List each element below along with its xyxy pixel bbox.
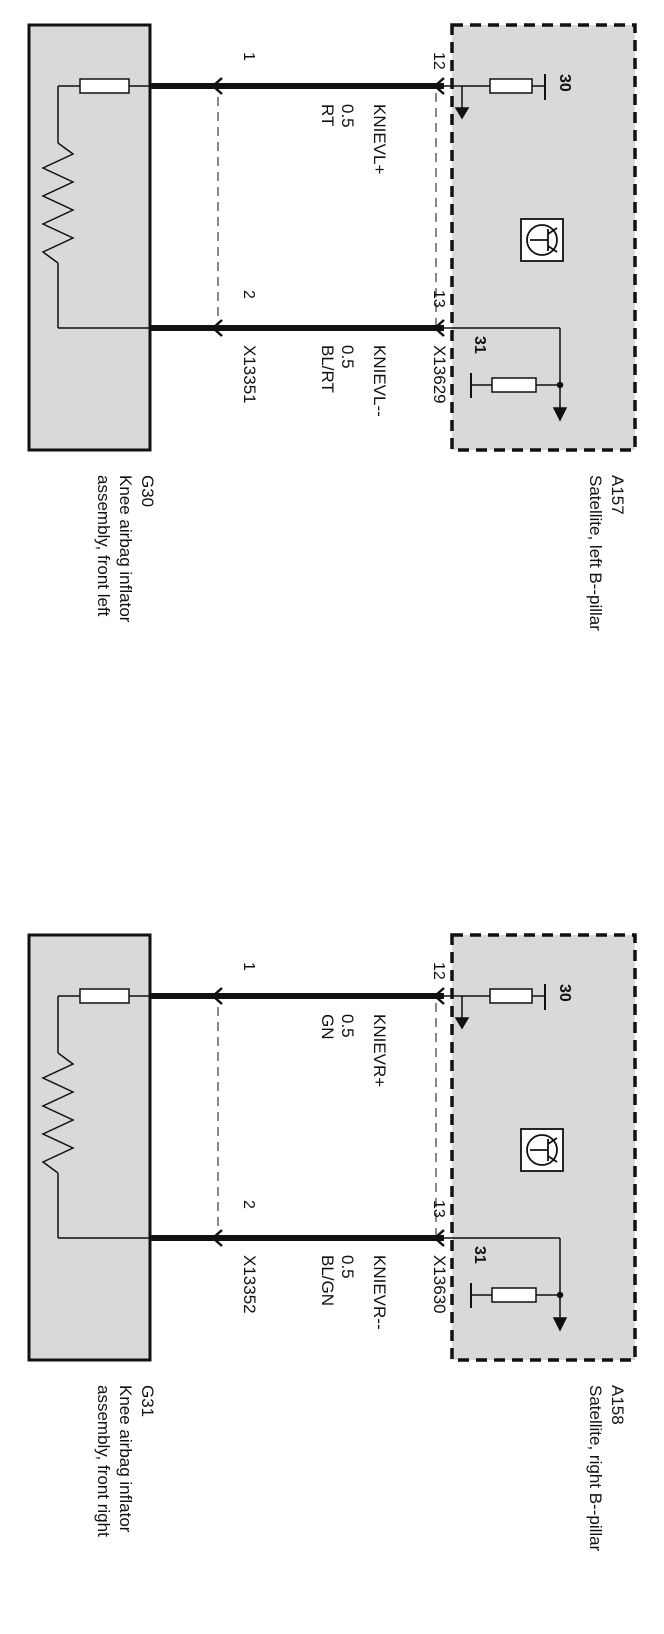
inflator-box: [27, 933, 152, 1362]
wire-minus-color: BL/RT: [318, 345, 337, 393]
satellite-label: A158 Satellite, right B--pillar: [586, 1385, 627, 1552]
wire-plus-color: GN: [318, 1014, 337, 1040]
pin-2: 2: [240, 1200, 257, 1209]
satellite-connector: X13629: [430, 345, 449, 404]
satellite-box: [450, 933, 637, 1362]
connector-marks: [211, 987, 445, 1247]
inflator-label: G31 Knee airbag inflator assembly, front…: [94, 1385, 157, 1537]
transistor-icon: [520, 218, 564, 262]
pin-1: 1: [240, 962, 257, 971]
wire-minus-size: 0.5: [338, 1255, 357, 1279]
pin-12: 12: [430, 962, 447, 980]
pin-2: 2: [240, 290, 257, 299]
terminal-31-label: 31: [471, 1246, 488, 1264]
terminal-30-label: 30: [556, 74, 573, 92]
wire-minus-label: X13629 KNIEVL-- 0.5 BL/RT X13351: [240, 345, 449, 417]
pin-13: 13: [430, 290, 447, 308]
inflator-box: [27, 23, 152, 452]
harness-outline: [217, 85, 437, 329]
wire-plus-size: 0.5: [338, 104, 357, 128]
wire-plus-label: KNIEVL+ 0.5 RT: [318, 104, 389, 174]
terminal-31-circuit: [444, 1237, 568, 1332]
terminal-30-circuit: [444, 74, 546, 120]
wire-minus-size: 0.5: [338, 345, 357, 369]
inflator-connector: X13351: [240, 345, 259, 404]
terminal-31-label: 31: [471, 336, 488, 354]
wire-plus-label: KNIEVR+ 0.5 GN: [318, 1014, 389, 1087]
terminal-31-circuit: [444, 327, 568, 422]
wire-plus-color: RT: [318, 104, 337, 126]
satellite-name: Satellite, left B--pillar: [586, 475, 605, 631]
inflator-label: G30 Knee airbag inflator assembly, front…: [94, 475, 157, 623]
pin-1: 1: [240, 52, 257, 61]
wire-minus-signal: KNIEVL--: [370, 345, 389, 417]
wire-minus-label: X13630 KNIEVR-- 0.5 BL/GN X13352: [240, 1255, 449, 1330]
terminal-30-label: 30: [556, 984, 573, 1002]
wire-plus-size: 0.5: [338, 1014, 357, 1038]
squib-resistor-icon: [41, 78, 150, 329]
terminal-30-circuit: [444, 984, 546, 1030]
inflator-connector: X13352: [240, 1255, 259, 1314]
transistor-icon: [520, 1128, 564, 1172]
inflator-name-line1: Knee airbag inflator: [116, 1385, 135, 1533]
wire-plus-signal: KNIEVR+: [370, 1014, 389, 1087]
squib-resistor-icon: [41, 988, 150, 1239]
pin-13: 13: [430, 1200, 447, 1218]
pin-12: 12: [430, 52, 447, 70]
inflator-name-line1: Knee airbag inflator: [116, 475, 135, 623]
satellite-connector: X13630: [430, 1255, 449, 1314]
wire-minus-signal: KNIEVR--: [370, 1255, 389, 1330]
harness-outline: [217, 995, 437, 1239]
inflator-id: G30: [138, 475, 157, 507]
satellite-id: A157: [608, 475, 627, 515]
circuit-right: A158 Satellite, right B--pillar G31 Knee…: [27, 933, 637, 1552]
inflator-name-line2: assembly, front left: [94, 475, 113, 617]
inflator-name-line2: assembly, front right: [94, 1385, 113, 1537]
circuit-left: A157 Satellite, left B--pillar G30 Knee …: [27, 23, 637, 631]
satellite-id: A158: [608, 1385, 627, 1425]
satellite-name: Satellite, right B--pillar: [586, 1385, 605, 1552]
wire-plus-signal: KNIEVL+: [370, 104, 389, 174]
satellite-label: A157 Satellite, left B--pillar: [586, 475, 627, 631]
wire-minus-color: BL/GN: [318, 1255, 337, 1306]
inflator-id: G31: [138, 1385, 157, 1417]
